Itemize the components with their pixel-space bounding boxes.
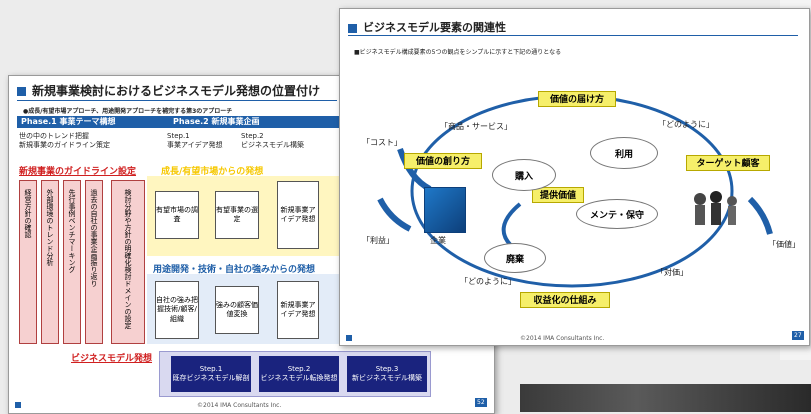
corner-square [346,335,352,341]
box-target-customer: ターゲット顧客 [686,155,770,171]
guideline-col-1: 経営方針の確認 [19,180,37,344]
label-cost: 「コスト」 [362,138,402,147]
bullet-icon [17,87,26,96]
customer-people-icon [688,189,744,227]
box-idea-1: 新規事業アイデア発想 [277,181,319,249]
label-how-bottom: 「どのように」 [460,277,516,286]
label-profit: 「利益」 [362,236,394,245]
box-offered-value: 提供価値 [532,187,584,203]
label-value: 「価値」 [768,240,800,249]
slide-footer: ©2014 IMA Consultants Inc. [520,335,605,342]
guideline-col-4: 過去の自社の事業企画振り返り [85,180,103,344]
slide-footer: ©2014 IMA Consultants Inc. [197,402,282,409]
company-label: 企業 [430,236,446,245]
bullet-icon [348,23,357,33]
slide-relationship[interactable]: ビジネスモデル要素の関連性 ■ビジネスモデル構成要素の5つの観点をシンプルに示す… [339,8,810,346]
guideline-col-3: 先行事例ベンチマーキング [63,180,81,344]
label-product: 「商品・サービス」 [440,122,512,131]
label-how-top: 「どのように」 [658,120,714,129]
oval-disposal: 廃棄 [484,243,546,273]
page-number: 27 [792,331,804,340]
bm-step-2: Step.2 ビジネスモデル転換発想 [259,356,339,392]
guideline-col-2: 外部環境のトレンド分析 [41,180,59,344]
box-idea-2: 新規事業アイデア発想 [277,281,319,339]
guideline-col-5: 検討分野や方針の明確化検討ドメインの設定 [111,180,145,344]
box-strength: 自社の強み把握技術/顧客/組織 [155,281,199,339]
box-value-delivery: 価値の届け方 [538,91,616,107]
growth-heading: 成長/有望市場からの発想 [161,167,264,177]
box-value-convert: 強みの顧客価値変換 [215,286,259,334]
bm-heading: ビジネスモデル発想 [71,354,153,364]
phase2-label: Phase.2 新規事業企画 [169,116,353,128]
slide-subtitle: ●成長/有望市場アプローチ、用途開発アプローチを補完する第3のアプローチ [23,108,233,115]
bm-step-1: Step.1 既存ビジネスモデル解剖 [171,356,251,392]
bm-step-3: Step.3 新ビジネスモデル構築 [347,356,427,392]
guideline-heading: 新規事業のガイドライン設定 [19,167,137,177]
title-rule [348,35,798,36]
building-icon [424,187,466,233]
label-price: 「対価」 [656,268,688,277]
step1-label: Step.1 事業アイデア発想 [167,132,223,150]
usage-heading: 用途開発・技術・自社の強みからの発想 [153,265,316,275]
box-value-creation: 価値の創り方 [404,153,482,169]
box-business-select: 有望事業の選定 [215,191,259,239]
oval-maintenance: メンテ・保守 [576,199,658,229]
background-photo [520,384,811,412]
slide-title: ビジネスモデル要素の関連性 [348,19,506,35]
box-market-research: 有望市場の調査 [155,191,199,239]
step2-label: Step.2 ビジネスモデル構築 [241,132,304,150]
corner-square [15,402,21,408]
title-rule [17,100,337,101]
phase1-label: Phase.1 事業テーマ構想 [17,116,171,128]
trend-label: 世の中のトレンド把握 新規事業のガイドライン策定 [19,132,110,150]
slide-title: 新規事業検討におけるビジネスモデル発想の位置付け [17,82,320,99]
slide-subtitle: ■ビジネスモデル構成要素の5つの観点をシンプルに示すと下記の通りとなる [354,49,562,56]
oval-purchase: 購入 [492,159,556,191]
page-number: 52 [475,398,487,407]
oval-use: 利用 [590,137,658,169]
box-revenue-model: 収益化の仕組み [520,292,610,308]
